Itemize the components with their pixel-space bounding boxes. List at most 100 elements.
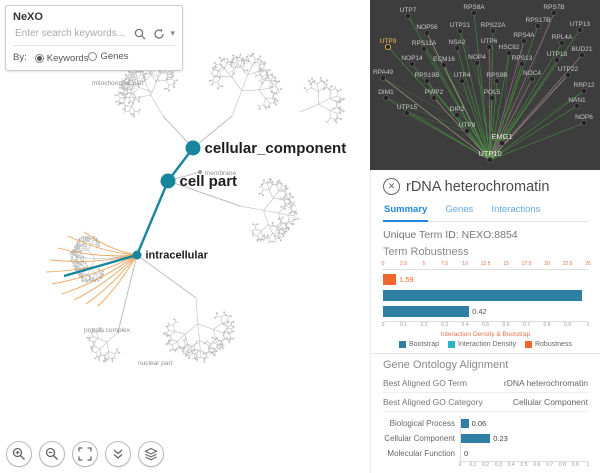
detail-tabs: Summary Genes Interactions: [383, 202, 588, 222]
tree-label-nuclear-part: nuclear part: [138, 360, 173, 367]
term-title: rDNA heterochromatin: [406, 178, 550, 195]
network-node-label: UTP13: [570, 21, 591, 28]
network-node-BUD21[interactable]: BUD21: [572, 46, 593, 59]
zoom-out-button[interactable]: [39, 441, 65, 467]
network-node-UTP4[interactable]: UTP4: [454, 72, 471, 85]
network-node-POL5[interactable]: POL5: [484, 89, 501, 102]
network-node-UTP18[interactable]: UTP18: [547, 51, 568, 64]
top-axis-tick: 12.5: [480, 261, 491, 267]
search-by-label: By:: [13, 52, 27, 63]
network-node-label: NOP14: [401, 55, 423, 62]
robustness-axis-label: Interaction Density & Bootstrap: [440, 331, 531, 338]
fit-to-screen-button[interactable]: [72, 441, 98, 467]
network-node-RPS13[interactable]: RPS13: [512, 55, 533, 68]
network-node-RPA49[interactable]: RPA49: [373, 69, 393, 82]
double-chevron-icon: [113, 449, 123, 459]
network-node-RPS19B[interactable]: RPS19B: [415, 72, 440, 85]
network-node-label: UTP22: [558, 66, 579, 73]
search-by-keywords[interactable]: Keywords: [34, 53, 88, 64]
network-node-label: NOC4: [523, 70, 541, 77]
tree-leaf-dots: [251, 178, 299, 243]
network-node-label: POL5: [484, 89, 501, 96]
network-node-RPS8A[interactable]: RPS8A: [463, 4, 485, 16]
collapse-button[interactable]: [105, 441, 131, 467]
network-node-RPL4A[interactable]: RPL4A: [552, 34, 573, 47]
network-node-label: DIM1: [378, 89, 394, 96]
membrane-node[interactable]: [198, 170, 202, 174]
top-axis-tick: 17.5: [521, 261, 532, 267]
tree-node-intracellular[interactable]: [132, 250, 142, 260]
bottom-axis-tick: 0.3: [441, 322, 448, 328]
network-node-RPS17B[interactable]: RPS17B: [526, 17, 551, 29]
tree-node-cell_part[interactable]: [160, 173, 176, 189]
top-axis-tick: 20: [544, 261, 550, 267]
network-node-DIM1[interactable]: DIM1: [378, 89, 394, 102]
network-node-RRP12[interactable]: RRP12: [574, 82, 595, 95]
legend-swatch: [524, 341, 532, 348]
network-node-label: NSA2: [449, 39, 466, 46]
network-node-NOP4[interactable]: NOP4: [468, 54, 486, 67]
zoom-in-icon: [12, 447, 25, 460]
go-axis-tick: 0.5: [520, 462, 528, 468]
network-node-RPS4A[interactable]: RPS4A: [513, 32, 535, 45]
network-node-PWP2[interactable]: PWP2: [425, 89, 444, 102]
gene-highlight-edges: [45, 231, 138, 307]
tree-leaf-dots: [303, 76, 345, 124]
network-node-NOC4[interactable]: NOC4: [523, 70, 541, 83]
tab-interactions[interactable]: Interactions: [491, 204, 541, 215]
bar-interaction-density: 0.42: [383, 305, 588, 318]
network-node-EMG1[interactable]: EMG1: [491, 132, 513, 146]
zoom-in-button[interactable]: [6, 441, 32, 467]
caret-down-icon[interactable]: ▾: [170, 28, 175, 38]
network-node-NOP14[interactable]: NOP14: [401, 55, 423, 68]
tab-summary[interactable]: Summary: [383, 202, 429, 222]
network-node-UTP15[interactable]: UTP15: [397, 104, 418, 117]
top-axis-tick: 5: [422, 261, 426, 267]
zoom-out-icon: [45, 447, 58, 460]
network-node-ECM16[interactable]: ECM16: [433, 56, 455, 69]
tree-node-cellular_component[interactable]: [185, 140, 201, 156]
close-icon[interactable]: ✕: [383, 178, 400, 195]
network-node-UTP9[interactable]: UTP9: [380, 38, 397, 51]
network-node-RPS7B[interactable]: RPS7B: [543, 4, 565, 16]
network-node-NAN1[interactable]: NAN1: [568, 97, 586, 110]
network-node-NOP56[interactable]: NOP56: [416, 24, 438, 36]
bar-robustness: 1.59: [383, 273, 588, 286]
go-term-value: rDNA heterochromatin: [503, 378, 588, 388]
refresh-icon[interactable]: [151, 26, 166, 41]
network-node-DIP2[interactable]: DIP2: [450, 106, 465, 119]
network-node-RPS11A[interactable]: RPS11A: [412, 40, 437, 53]
network-node-HSC82[interactable]: HSC82: [499, 44, 520, 57]
network-edges: [382, 12, 585, 161]
network-node-UTP7[interactable]: UTP7: [400, 7, 417, 19]
go-axis-tick: 0.2: [482, 462, 490, 468]
search-by-genes[interactable]: Genes: [88, 51, 128, 62]
layers-icon: [144, 447, 158, 461]
search-icon[interactable]: [132, 26, 147, 41]
network-node-UTP6[interactable]: UTP6: [481, 38, 498, 51]
network-node-NSA2[interactable]: NSA2: [449, 39, 466, 52]
network-node-RPS9B[interactable]: RPS9B: [486, 72, 508, 85]
network-node-label: EMG1: [491, 132, 512, 141]
network-node-UTP10[interactable]: UTP10: [478, 149, 502, 163]
layers-button[interactable]: [138, 441, 164, 467]
network-node-UTP21[interactable]: UTP21: [450, 22, 471, 34]
network-node-label: PWP2: [425, 89, 444, 96]
network-node-RPS22A[interactable]: RPS22A: [481, 22, 507, 34]
network-node-UTP13[interactable]: UTP13: [570, 21, 591, 33]
tab-genes[interactable]: Genes: [445, 204, 474, 215]
selected-path-edges: [63, 147, 194, 278]
table-row: Best Aligned GO Category Cellular Compon…: [383, 393, 588, 412]
network-node-UTP22[interactable]: UTP22: [558, 66, 579, 79]
network-node-label: UTP6: [481, 38, 498, 45]
top-axis-tick: 10: [462, 261, 468, 267]
network-node-NOP6[interactable]: NOP6: [575, 114, 593, 127]
search-input[interactable]: [13, 27, 129, 40]
network-node-UTP8[interactable]: UTP8: [459, 122, 476, 134]
bottom-axis-tick: 0.1: [400, 322, 407, 328]
network-node-label: RPS13: [512, 55, 533, 62]
